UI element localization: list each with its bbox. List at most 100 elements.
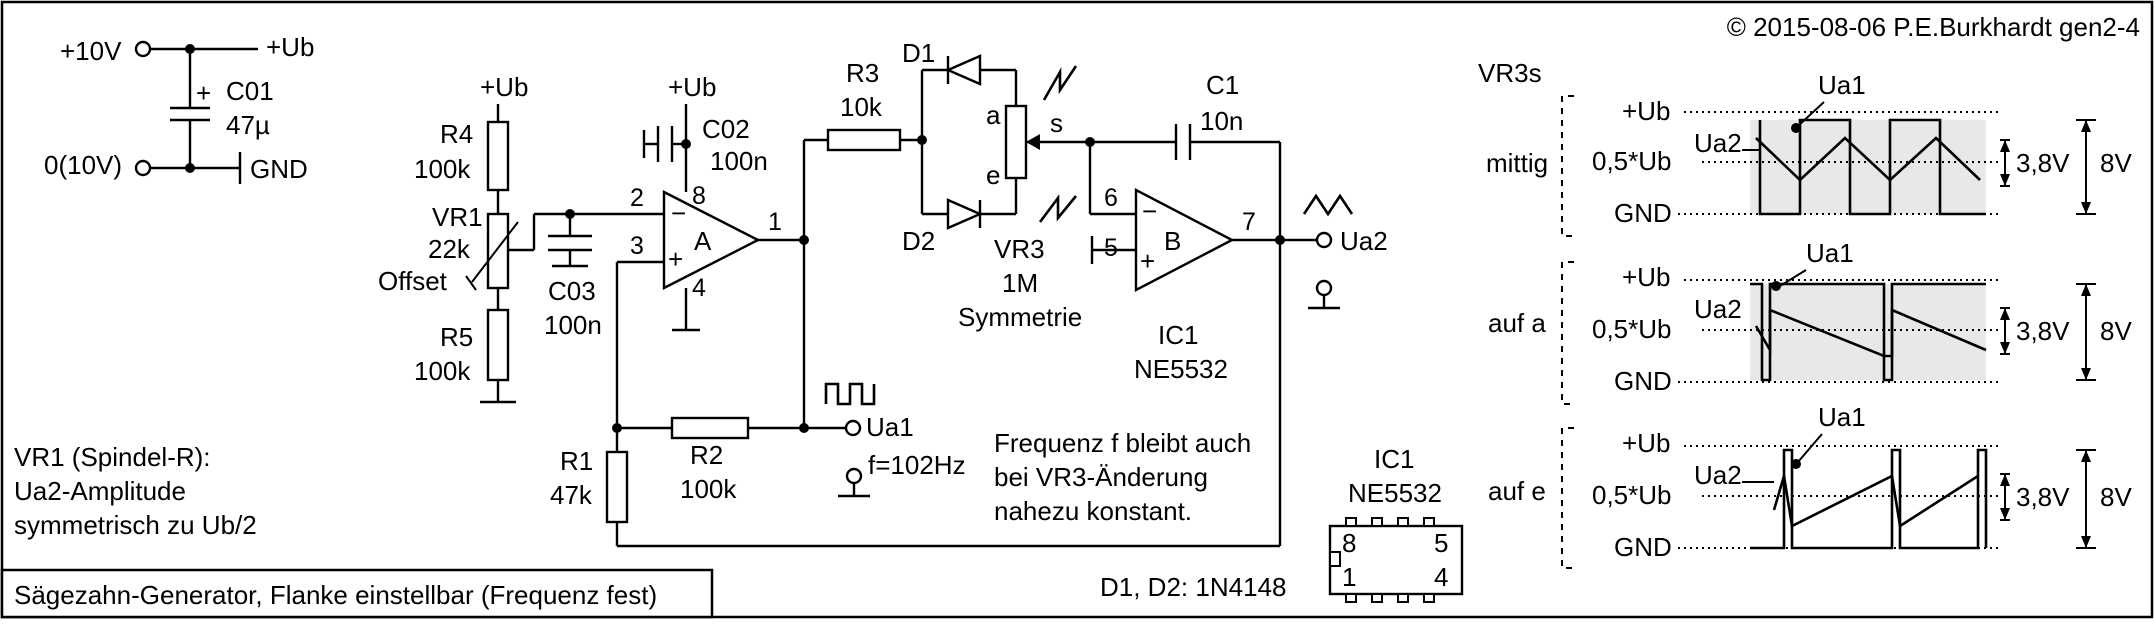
c03-value: 100n bbox=[544, 310, 602, 340]
row-3-amp-small: 3,8V bbox=[2016, 482, 2070, 512]
pin-8-label: 8 bbox=[692, 182, 706, 210]
ic1-name: IC1 bbox=[1158, 320, 1198, 350]
r3-resistor bbox=[826, 128, 902, 152]
c1-name: C1 bbox=[1206, 70, 1239, 100]
vr3-name: VR3 bbox=[994, 234, 1045, 264]
c01-name: C01 bbox=[226, 76, 274, 106]
c03-name: C03 bbox=[548, 276, 596, 306]
row-2-amp-small: 3,8V bbox=[2016, 316, 2070, 346]
r2-name: R2 bbox=[690, 440, 723, 470]
row-1-level-mid: 0,5*Ub bbox=[1592, 146, 1672, 176]
row-3-ua1-wave bbox=[1750, 448, 1988, 550]
c02-value: 100n bbox=[710, 146, 768, 176]
feedback-network: Ua1 f=102Hz R2 100k R1 47k bbox=[550, 382, 1280, 548]
row-3-label: auf e bbox=[1488, 476, 1546, 506]
waveform-panel: VR3s mittig +Ub 0,5*Ub GND Ua1 Ua2 3,8V bbox=[1478, 58, 2132, 569]
pin-5-label: 5 bbox=[1104, 234, 1118, 262]
r4-value: 100k bbox=[414, 154, 471, 184]
waveform-row-mittig: mittig +Ub 0,5*Ub GND Ua1 Ua2 3,8V bbox=[1486, 70, 2132, 237]
vr1-note-line-1: VR1 (Spindel-R): bbox=[14, 442, 211, 472]
r2-value: 100k bbox=[680, 474, 737, 504]
pin-1-label: 1 bbox=[768, 208, 782, 236]
freq-note-line-2: bei VR3-Änderung bbox=[994, 462, 1208, 492]
diodes-note: D1, D2: 1N4148 bbox=[1100, 572, 1286, 602]
diode-d2 bbox=[946, 198, 983, 230]
row-1-ua1-label: Ua1 bbox=[1818, 70, 1866, 100]
symmetry-network: R3 10k D1 D2 a e s VR3 1M Symmetrie bbox=[826, 38, 1090, 332]
vr3-a-label: a bbox=[986, 100, 1001, 130]
row-2-ua2-wave bbox=[1754, 308, 1987, 358]
opamp-b bbox=[1134, 188, 1235, 292]
r1-name: R1 bbox=[560, 446, 593, 476]
vr3-e-label: e bbox=[986, 160, 1000, 190]
zero-label: 0(10V) bbox=[44, 150, 122, 180]
vr3-wiper-arrow bbox=[1026, 134, 1040, 150]
row-2-level-mid: 0,5*Ub bbox=[1592, 314, 1672, 344]
vr1-name: VR1 bbox=[432, 202, 483, 232]
gnd-label: GND bbox=[250, 154, 308, 184]
opamp-b-plus: + bbox=[1140, 246, 1155, 276]
vr1-label: Offset bbox=[378, 266, 448, 296]
sawtooth-icon-bottom bbox=[1038, 194, 1078, 223]
pin-4-label: 4 bbox=[692, 274, 706, 302]
row-3-ua1-label: Ua1 bbox=[1818, 402, 1866, 432]
sawtooth-icon-top bbox=[1042, 65, 1078, 101]
package-pin-5: 5 bbox=[1434, 528, 1448, 558]
row-3-amp-large: 8V bbox=[2100, 482, 2132, 512]
opamp-a-plus: + bbox=[668, 244, 683, 274]
package-pin-1: 1 bbox=[1342, 562, 1356, 592]
row-2-level-bottom: GND bbox=[1614, 366, 1672, 396]
r4-supply-label: +Ub bbox=[480, 72, 528, 102]
offset-divider: +Ub R4 100k VR1 22k Offset R5 100k C03 1… bbox=[378, 72, 664, 404]
pin-3-label: 3 bbox=[630, 232, 644, 260]
r4-name: R4 bbox=[440, 119, 473, 149]
r2-resistor bbox=[670, 416, 750, 440]
row-1-ua1-wave bbox=[1758, 118, 1986, 216]
d2-label: D2 bbox=[902, 226, 935, 256]
vr1-note-line-3: symmetrisch zu Ub/2 bbox=[14, 510, 257, 540]
row-3-ua2-wave bbox=[1772, 474, 1979, 529]
r4-resistor bbox=[486, 120, 510, 192]
square-wave-icon bbox=[824, 382, 876, 406]
row-3-level-top: +Ub bbox=[1622, 428, 1670, 458]
r3-value: 10k bbox=[840, 92, 883, 122]
ub-label: +Ub bbox=[266, 32, 314, 62]
row-2-label: auf a bbox=[1488, 308, 1546, 338]
opamp-b-label: B bbox=[1164, 226, 1181, 256]
row-2-ua1-label: Ua1 bbox=[1806, 238, 1854, 268]
pin-7-label: 7 bbox=[1242, 208, 1256, 236]
r5-resistor bbox=[486, 308, 510, 382]
plus10v-label: +10V bbox=[60, 36, 122, 66]
vr1-note-line-2: Ua2-Amplitude bbox=[14, 476, 186, 506]
waveform-row-auf-a: auf a +Ub 0,5*Ub GND Ua1 Ua2 3,8V 8V bbox=[1488, 238, 2132, 405]
opamp-b-section: C1 10n − + B 6 5 7 Ua2 IC1 NE5532 bbox=[1085, 70, 1388, 546]
row-3-ua2-label: Ua2 bbox=[1694, 460, 1742, 490]
row-1-label: mittig bbox=[1486, 148, 1548, 178]
page-title: Sägezahn-Generator, Flanke einstellbar (… bbox=[14, 580, 657, 610]
package-pin-8: 8 bbox=[1342, 528, 1356, 558]
c01-value: 47µ bbox=[226, 110, 270, 140]
pin-2-label: 2 bbox=[630, 184, 644, 212]
dip8-notch bbox=[1329, 551, 1341, 567]
opamp-a-minus: − bbox=[671, 198, 686, 228]
ua2-label: Ua2 bbox=[1340, 226, 1388, 256]
row-1-amp-large: 8V bbox=[2100, 148, 2132, 178]
copyright-label: © 2015-08-06 P.E.Burkhardt gen2-4 bbox=[1727, 12, 2140, 42]
package-name: IC1 bbox=[1374, 444, 1414, 474]
power-supply-section: +10V +Ub + C01 47µ 0(10V) GND bbox=[44, 32, 314, 184]
row-1-level-bottom: GND bbox=[1614, 198, 1672, 228]
package-pin-4: 4 bbox=[1434, 562, 1448, 592]
opamp-a bbox=[662, 190, 761, 290]
freq-label: f=102Hz bbox=[868, 450, 966, 480]
d1-label: D1 bbox=[902, 38, 935, 68]
r3-name: R3 bbox=[846, 58, 879, 88]
row-2-ua2-label: Ua2 bbox=[1694, 294, 1742, 324]
dip8-body bbox=[1328, 524, 1464, 596]
r5-name: R5 bbox=[440, 322, 473, 352]
opamp-a-label: A bbox=[694, 226, 712, 256]
freq-note-line-3: nahezu konstant. bbox=[994, 496, 1192, 526]
row-3-level-mid: 0,5*Ub bbox=[1592, 480, 1672, 510]
